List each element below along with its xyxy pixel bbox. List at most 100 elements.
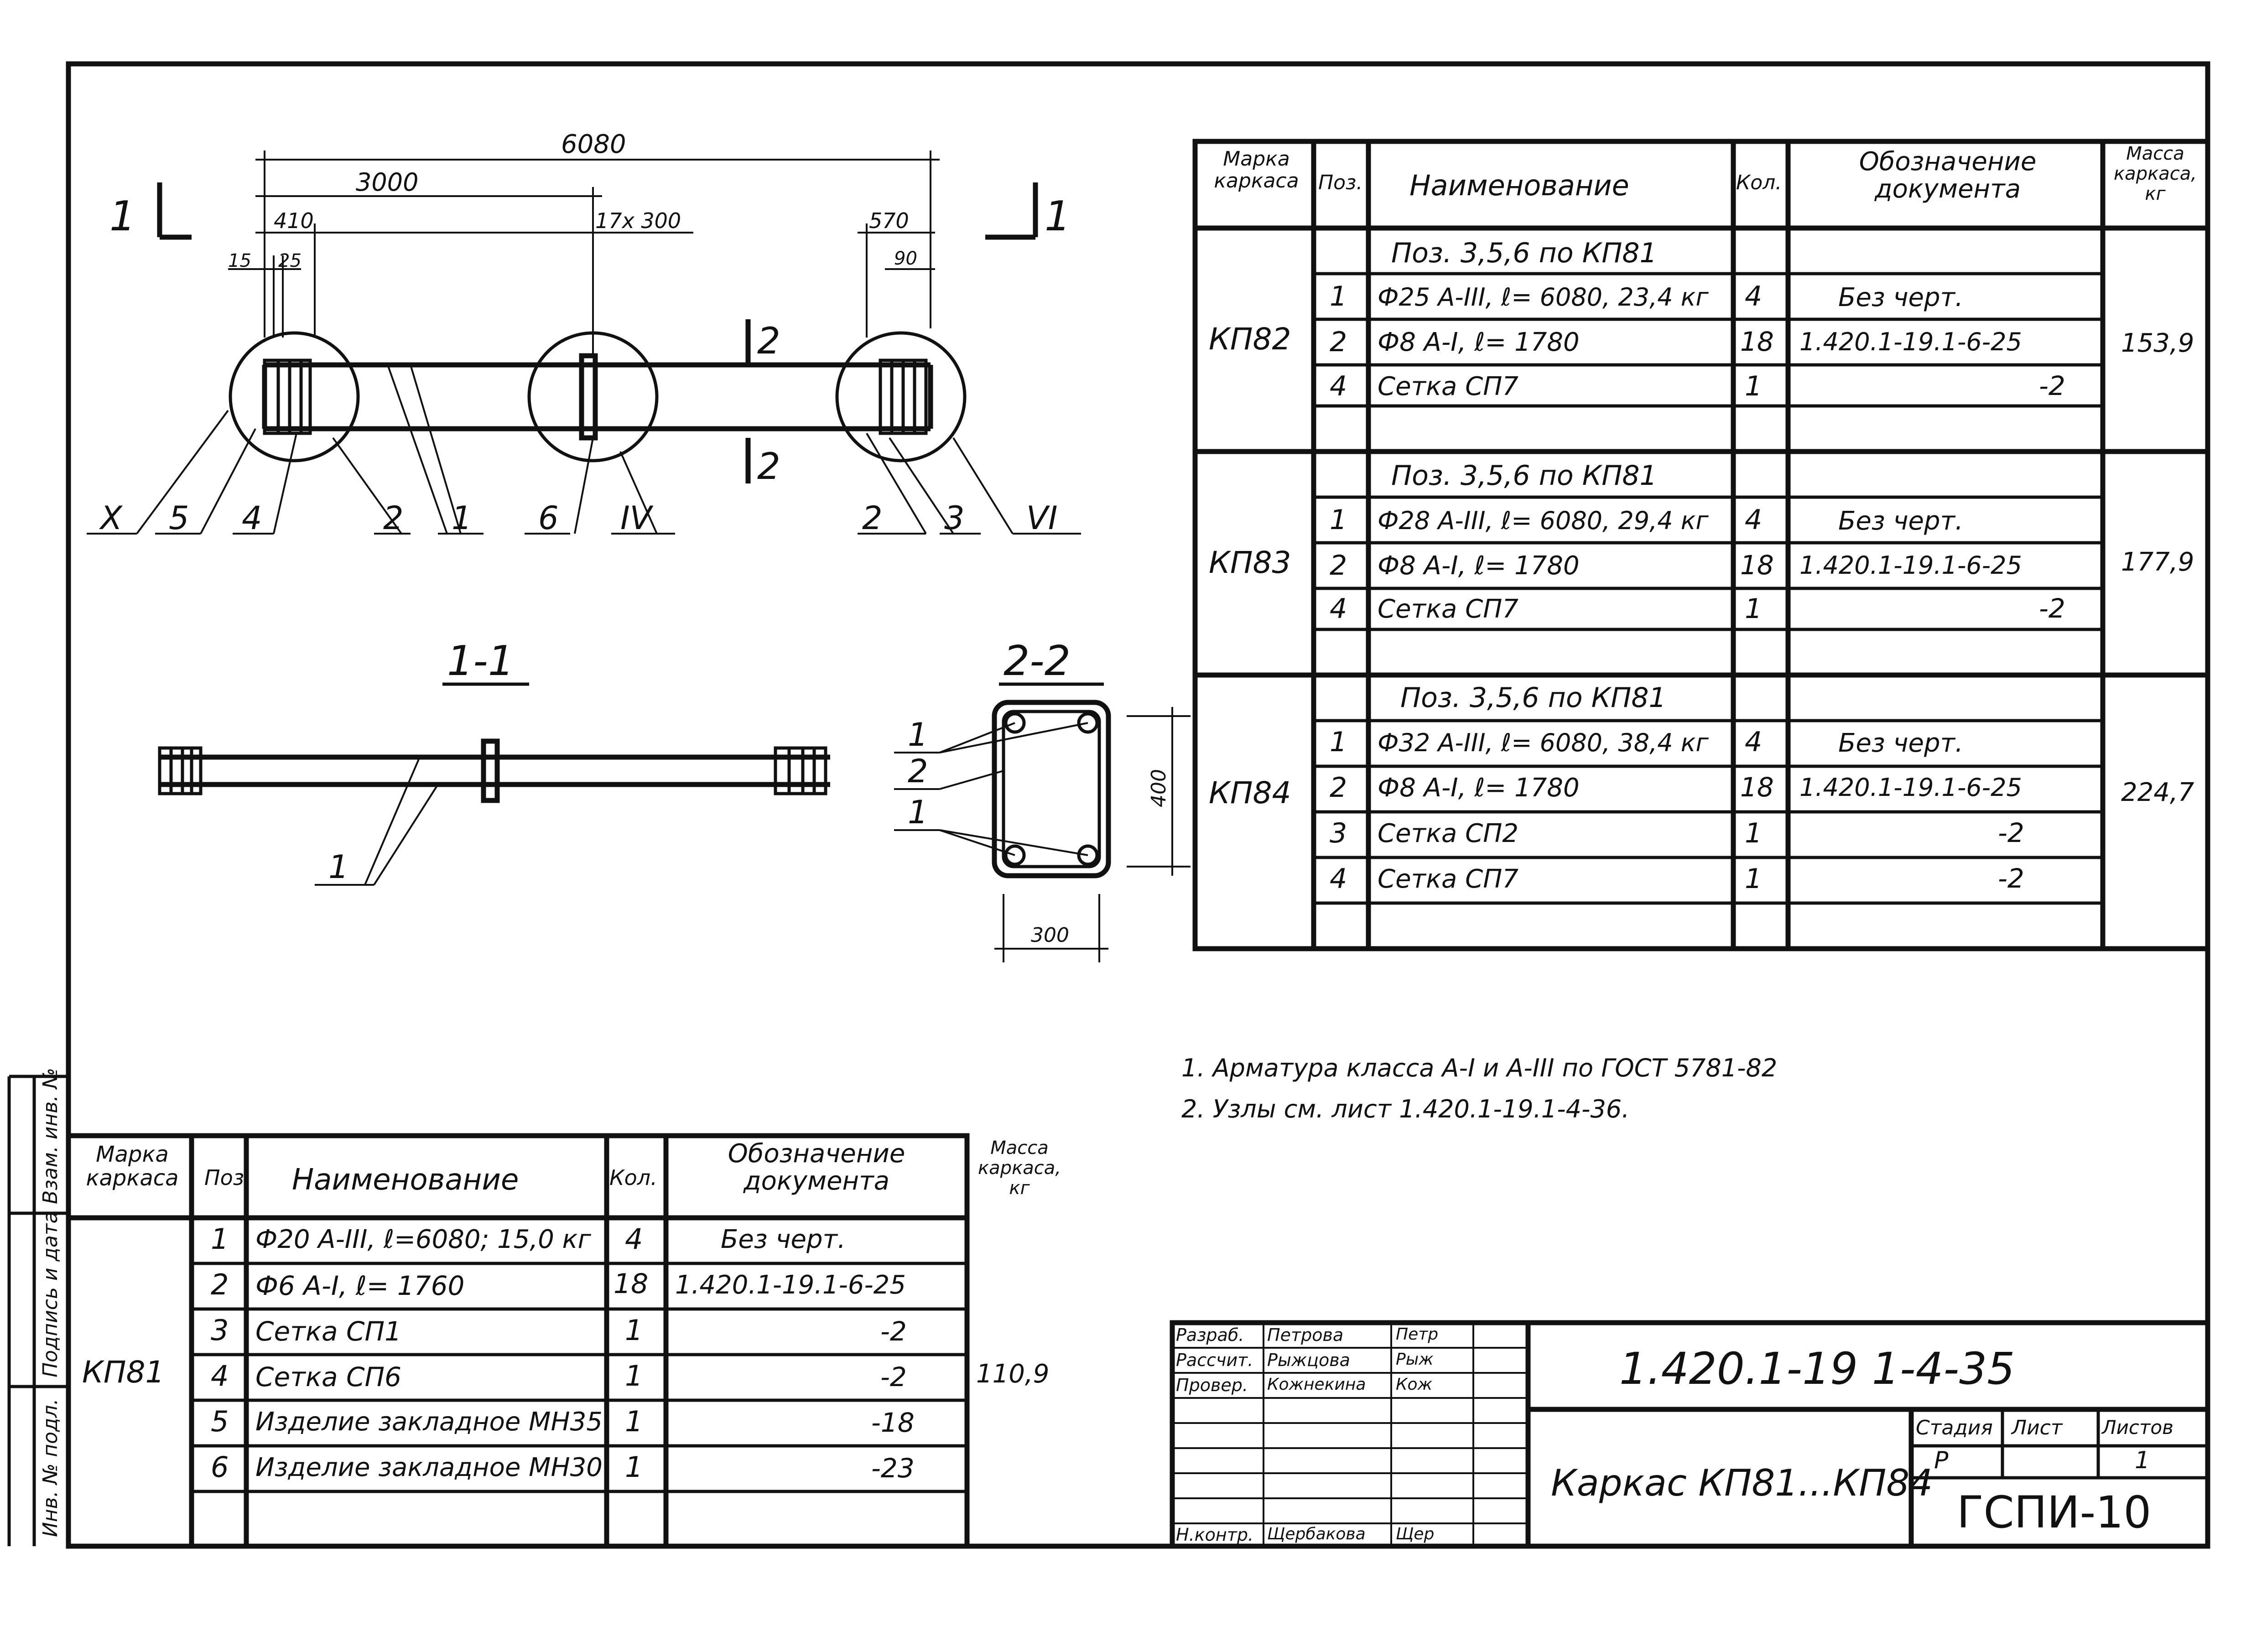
kp84-row2-qty: 4: [1745, 726, 1763, 758]
callout-x: X: [99, 499, 123, 537]
stamp-role-1: Разраб.: [1176, 1325, 1244, 1345]
bottom-group-mark: КП81: [82, 1355, 165, 1390]
kp82-row3-qty: 18: [1740, 326, 1774, 357]
kp81-row2-qty: 18: [614, 1268, 649, 1300]
kp81-row2-pos: 2: [211, 1268, 229, 1301]
kp81-row6-name: Изделие закладное МН30: [255, 1453, 603, 1482]
section-2-title: 2-2: [1004, 637, 1071, 685]
kp82-row2-pos: 1: [1330, 281, 1347, 312]
kp81-row3-pos: 3: [211, 1314, 229, 1347]
section-2-width: 300: [1031, 924, 1069, 947]
kp84-row4-doc: -2: [1998, 817, 2024, 848]
top-header-mark: Марка каркаса: [1214, 147, 1299, 192]
spec-top-grid: [1192, 139, 2210, 951]
callout-6: 6: [538, 499, 559, 537]
section-1-title: 1-1: [447, 637, 514, 685]
top-header-qty: Кол.: [1736, 171, 1782, 194]
stamp-role-4: Н.контр.: [1176, 1525, 1254, 1545]
bottom-header-pos: Поз.: [204, 1165, 251, 1190]
kp83-row3-qty: 18: [1740, 550, 1774, 581]
stamp-sheet-header: Лист: [2012, 1416, 2063, 1439]
kp84-row2-pos: 1: [1330, 726, 1347, 758]
section-1-callout: 1: [328, 848, 349, 886]
top-header-doc: Обозначение документа: [1859, 147, 2037, 204]
kp81-row3-qty: 1: [625, 1314, 643, 1347]
stamp-name-3: Кожнекина: [1267, 1375, 1366, 1394]
kp83-row3-doc: 1.420.1-19.1-6-25: [1799, 551, 2022, 580]
kp81-row6-pos: 6: [211, 1450, 229, 1484]
kp81-row4-qty: 1: [625, 1359, 643, 1392]
callout-2: 2: [383, 499, 404, 537]
kp84-row3-name: Ф8 А-I, ℓ= 1780: [1378, 773, 1580, 803]
kp84-row1-name: Поз. 3,5,6 по КП81: [1400, 682, 1666, 714]
section-mark-left: 1: [109, 192, 135, 240]
kp84-row4-pos: 3: [1330, 817, 1347, 849]
title-block-grid: [1170, 1320, 2210, 1549]
stamp-stage-value: Р: [1934, 1447, 1949, 1474]
callout-vi: VI: [1026, 499, 1058, 537]
kp82-row2-doc: Без черт.: [1838, 283, 1963, 312]
stamp-sign-1: Петр: [1396, 1325, 1439, 1344]
kp84-row2-doc: Без черт.: [1838, 728, 1963, 758]
kp81-row3-name: Сетка СП1: [255, 1316, 401, 1347]
kp82-row2-name: Ф25 А-III, ℓ= 6080, 23,4 кг: [1378, 283, 1709, 312]
kp84-row4-name: Сетка СП2: [1378, 819, 1518, 848]
stamp-role-2: Рассчит.: [1176, 1350, 1253, 1370]
kp84-row5-qty: 1: [1745, 863, 1763, 895]
kp84-row5-pos: 4: [1330, 863, 1347, 895]
kp84-row5-doc: -2: [1998, 863, 2024, 894]
group-mass-kp84: 224,7: [2121, 778, 2194, 807]
dim-half: 3000: [356, 168, 418, 197]
kp83-row1-name: Поз. 3,5,6 по КП81: [1391, 460, 1657, 492]
kp84-row2-name: Ф32 А-III, ℓ= 6080, 38,4 кг: [1378, 728, 1709, 757]
section-2-height: 400: [1147, 769, 1170, 807]
top-header-mass: Масса каркаса, кг: [2114, 143, 2197, 204]
kp84-row3-pos: 2: [1330, 772, 1347, 804]
kp83-row4-doc: -2: [2039, 593, 2065, 624]
group-mass-kp83: 177,9: [2121, 547, 2194, 577]
kp82-row4-name: Сетка СП7: [1378, 372, 1518, 401]
stamp-org: ГСПИ-10: [1957, 1487, 2152, 1538]
side-label-replace: Взам. инв. №: [39, 1068, 62, 1204]
dim-total: 6080: [561, 130, 626, 159]
stamp-sheets-header: Листов: [2102, 1416, 2173, 1439]
section-mark-right: 1: [1045, 192, 1071, 240]
dim-15: 15: [228, 250, 251, 271]
stamp-name-4: Щербакова: [1267, 1525, 1366, 1543]
kp82-row1-name: Поз. 3,5,6 по КП81: [1391, 237, 1657, 269]
bottom-header-mark: Марка каркаса: [86, 1142, 179, 1191]
kp81-row2-doc: 1.420.1-19.1-6-25: [675, 1270, 906, 1300]
kp82-row3-doc: 1.420.1-19.1-6-25: [1799, 327, 2022, 356]
kp84-row3-qty: 18: [1740, 772, 1774, 803]
section-2-callout-1-bottom: 1: [908, 794, 928, 831]
kp83-row3-pos: 2: [1330, 550, 1347, 582]
kp83-row2-pos: 1: [1330, 504, 1347, 536]
kp81-row4-doc: -2: [880, 1361, 907, 1392]
stamp-sign-3: Кож: [1396, 1375, 1433, 1394]
kp81-row5-qty: 1: [625, 1405, 643, 1438]
dim-410: 410: [274, 208, 314, 233]
spec-bottom-grid: [66, 1133, 970, 1549]
kp81-row6-qty: 1: [625, 1450, 643, 1484]
kp84-row4-qty: 1: [1745, 817, 1763, 849]
group-mark-kp84: КП84: [1209, 775, 1291, 810]
note-2: 2. Узлы см. лист 1.420.1-19.1-4-36.: [1181, 1095, 1629, 1123]
dim-90: 90: [894, 248, 917, 269]
kp83-row2-name: Ф28 А-III, ℓ= 6080, 29,4 кг: [1378, 506, 1709, 535]
kp81-row1-doc: Без черт.: [721, 1225, 846, 1254]
kp83-row4-pos: 4: [1330, 593, 1347, 625]
stamp-name-2: Рыжцова: [1267, 1350, 1350, 1370]
kp81-row3-doc: -2: [880, 1316, 907, 1347]
kp82-row4-qty: 1: [1745, 370, 1763, 402]
dim-570: 570: [869, 208, 909, 233]
dim-spacing: 17x 300: [595, 208, 681, 233]
kp81-row1-qty: 4: [625, 1222, 643, 1256]
bottom-header-qty: Кол.: [609, 1165, 657, 1190]
section-1-1-view: 1-1 1: [158, 637, 830, 886]
callout-iv: IV: [620, 499, 654, 537]
callout-1: 1: [452, 499, 472, 537]
top-header-pos: Поз.: [1318, 171, 1363, 194]
group-mass-kp82: 153,9: [2121, 328, 2194, 358]
section-2-2-view: 2-2 1 2 1 400 300: [894, 637, 1191, 962]
